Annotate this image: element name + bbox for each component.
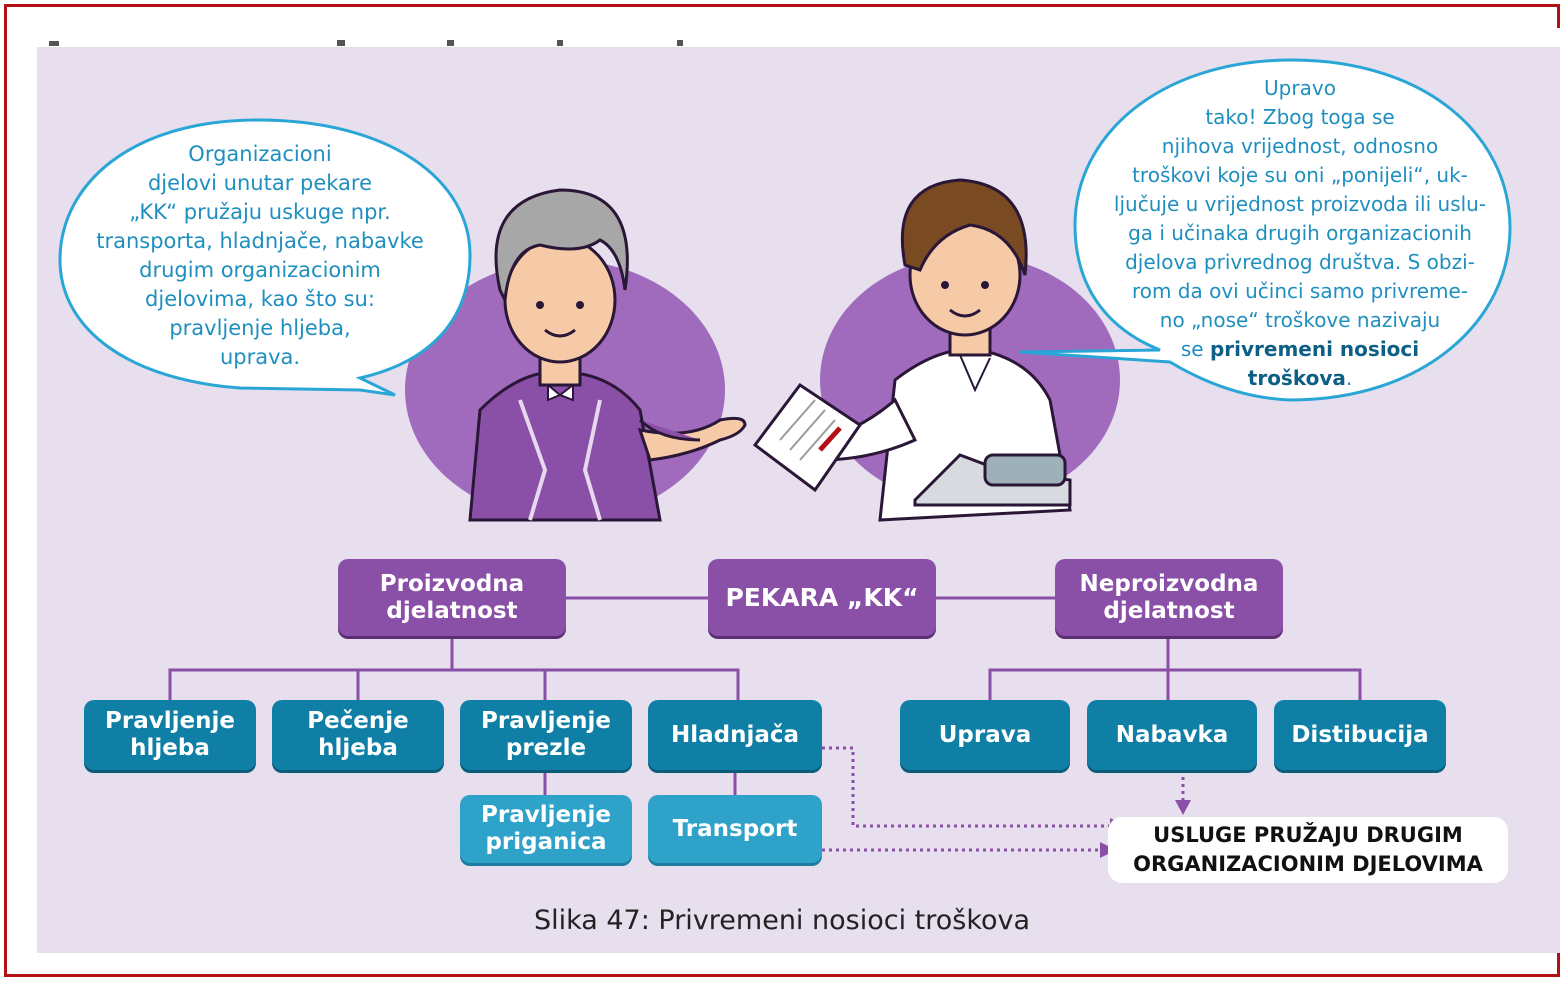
- services-line: ORGANIZACIONIM DJELOVIMA: [1133, 852, 1483, 876]
- right-bubble-bold-end: troškova: [1247, 366, 1346, 390]
- cropped-text-strip: [37, 28, 1560, 47]
- right-bubble-line: Upravo: [1264, 76, 1336, 100]
- right-speech-bubble: [1019, 58, 1512, 402]
- box-line: Pečenje: [307, 708, 409, 734]
- box-line: Pravljenje: [481, 802, 611, 828]
- box-line: hljeba: [130, 735, 210, 761]
- box-line: Distibucija: [1291, 721, 1429, 748]
- right-bubble-bold: privremeni nosioci: [1209, 337, 1420, 361]
- right-bubble-line: troškovi koje su oni „ponijeli“, uk-: [1132, 163, 1468, 187]
- right-bubble-line: ljučuje u vrijednost proizvoda ili uslu-: [1113, 192, 1487, 216]
- left-bubble-line: transporta, hladnjače, nabavke: [96, 229, 424, 253]
- left-bubble-line: pravljenje hljeba,: [169, 316, 351, 340]
- box-line: Hladnjača: [670, 721, 800, 748]
- right-bubble-line: njihova vrijednost, odnosno: [1161, 134, 1439, 158]
- box-line: priganica: [485, 829, 607, 855]
- box-line: prezle: [505, 735, 587, 761]
- left-speech-bubble: [58, 118, 472, 397]
- box-line: Nabavka: [1115, 721, 1229, 748]
- right-bubble-period: .: [1345, 366, 1353, 390]
- root-label: PEKARA „KK“: [725, 583, 919, 612]
- services-line: USLUGE PRUŽAJU DRUGIM: [1153, 823, 1463, 847]
- right-bubble-line: troškova.: [1080, 364, 1520, 393]
- left-bubble-line: „KK“ pružaju uskuge npr.: [129, 200, 391, 224]
- right-bubble-line: djelova privrednog društva. S obzi-: [1125, 250, 1475, 274]
- box-line: hljeba: [318, 735, 398, 761]
- figure-caption: Slika 47: Privremeni nosioci troškova: [533, 905, 1031, 936]
- left-bubble-line: Organizacioni: [188, 142, 332, 166]
- transport-box: Transport: [648, 795, 822, 863]
- left-bubble-line: drugim organizacionim: [139, 258, 381, 282]
- right-bubble-line: no „nose“ troškove nazivaju: [1159, 308, 1441, 332]
- arrow-head-3: [1175, 800, 1191, 815]
- distibucija-box: Distibucija: [1274, 700, 1446, 770]
- left-bubble-line: djelovima, kao što su:: [145, 287, 375, 311]
- box-line: Uprava: [938, 721, 1032, 748]
- services-box: USLUGE PRUŽAJU DRUGIM ORGANIZACIONIM DJEL…: [1108, 817, 1508, 883]
- left-bubble-text: Organizacioni djelovi unutar pekare „KK“…: [80, 140, 440, 372]
- hladnjaca-box: Hladnjača: [648, 700, 822, 770]
- root-box: PEKARA „KK“: [708, 559, 936, 636]
- right-bubble-line: rom da ovi učinci samo privreme-: [1131, 279, 1469, 303]
- right-bubble-line: ga i učinaka drugih organizacionih: [1128, 221, 1472, 245]
- uprava-box: Uprava: [900, 700, 1070, 770]
- box-line: Neproizvodna: [1079, 570, 1259, 597]
- right-character: [752, 178, 1072, 522]
- right-bubble-pre: se: [1180, 337, 1210, 361]
- box-line: Pravljenje: [481, 708, 611, 734]
- nabavka-box: Nabavka: [1087, 700, 1257, 770]
- right-bubble-line: tako! Zbog toga se: [1205, 105, 1395, 129]
- dotted-arrows: [822, 746, 1185, 852]
- left-character: [468, 188, 747, 522]
- right-bubble-text: Upravo tako! Zbog toga se njihova vrijed…: [1080, 74, 1520, 393]
- box-line: djelatnost: [386, 597, 518, 624]
- left-bubble-line: uprava.: [219, 345, 301, 369]
- diagram-connectors: [168, 596, 1362, 795]
- box-line: Pravljenje: [105, 708, 235, 734]
- right-bubble-line: se privremeni nosioci: [1080, 335, 1520, 364]
- box-line: djelatnost: [1103, 597, 1235, 624]
- box-line: Proizvodna: [379, 570, 525, 597]
- left-bubble-line: djelovi unutar pekare: [147, 171, 373, 195]
- box-line: Transport: [672, 815, 798, 842]
